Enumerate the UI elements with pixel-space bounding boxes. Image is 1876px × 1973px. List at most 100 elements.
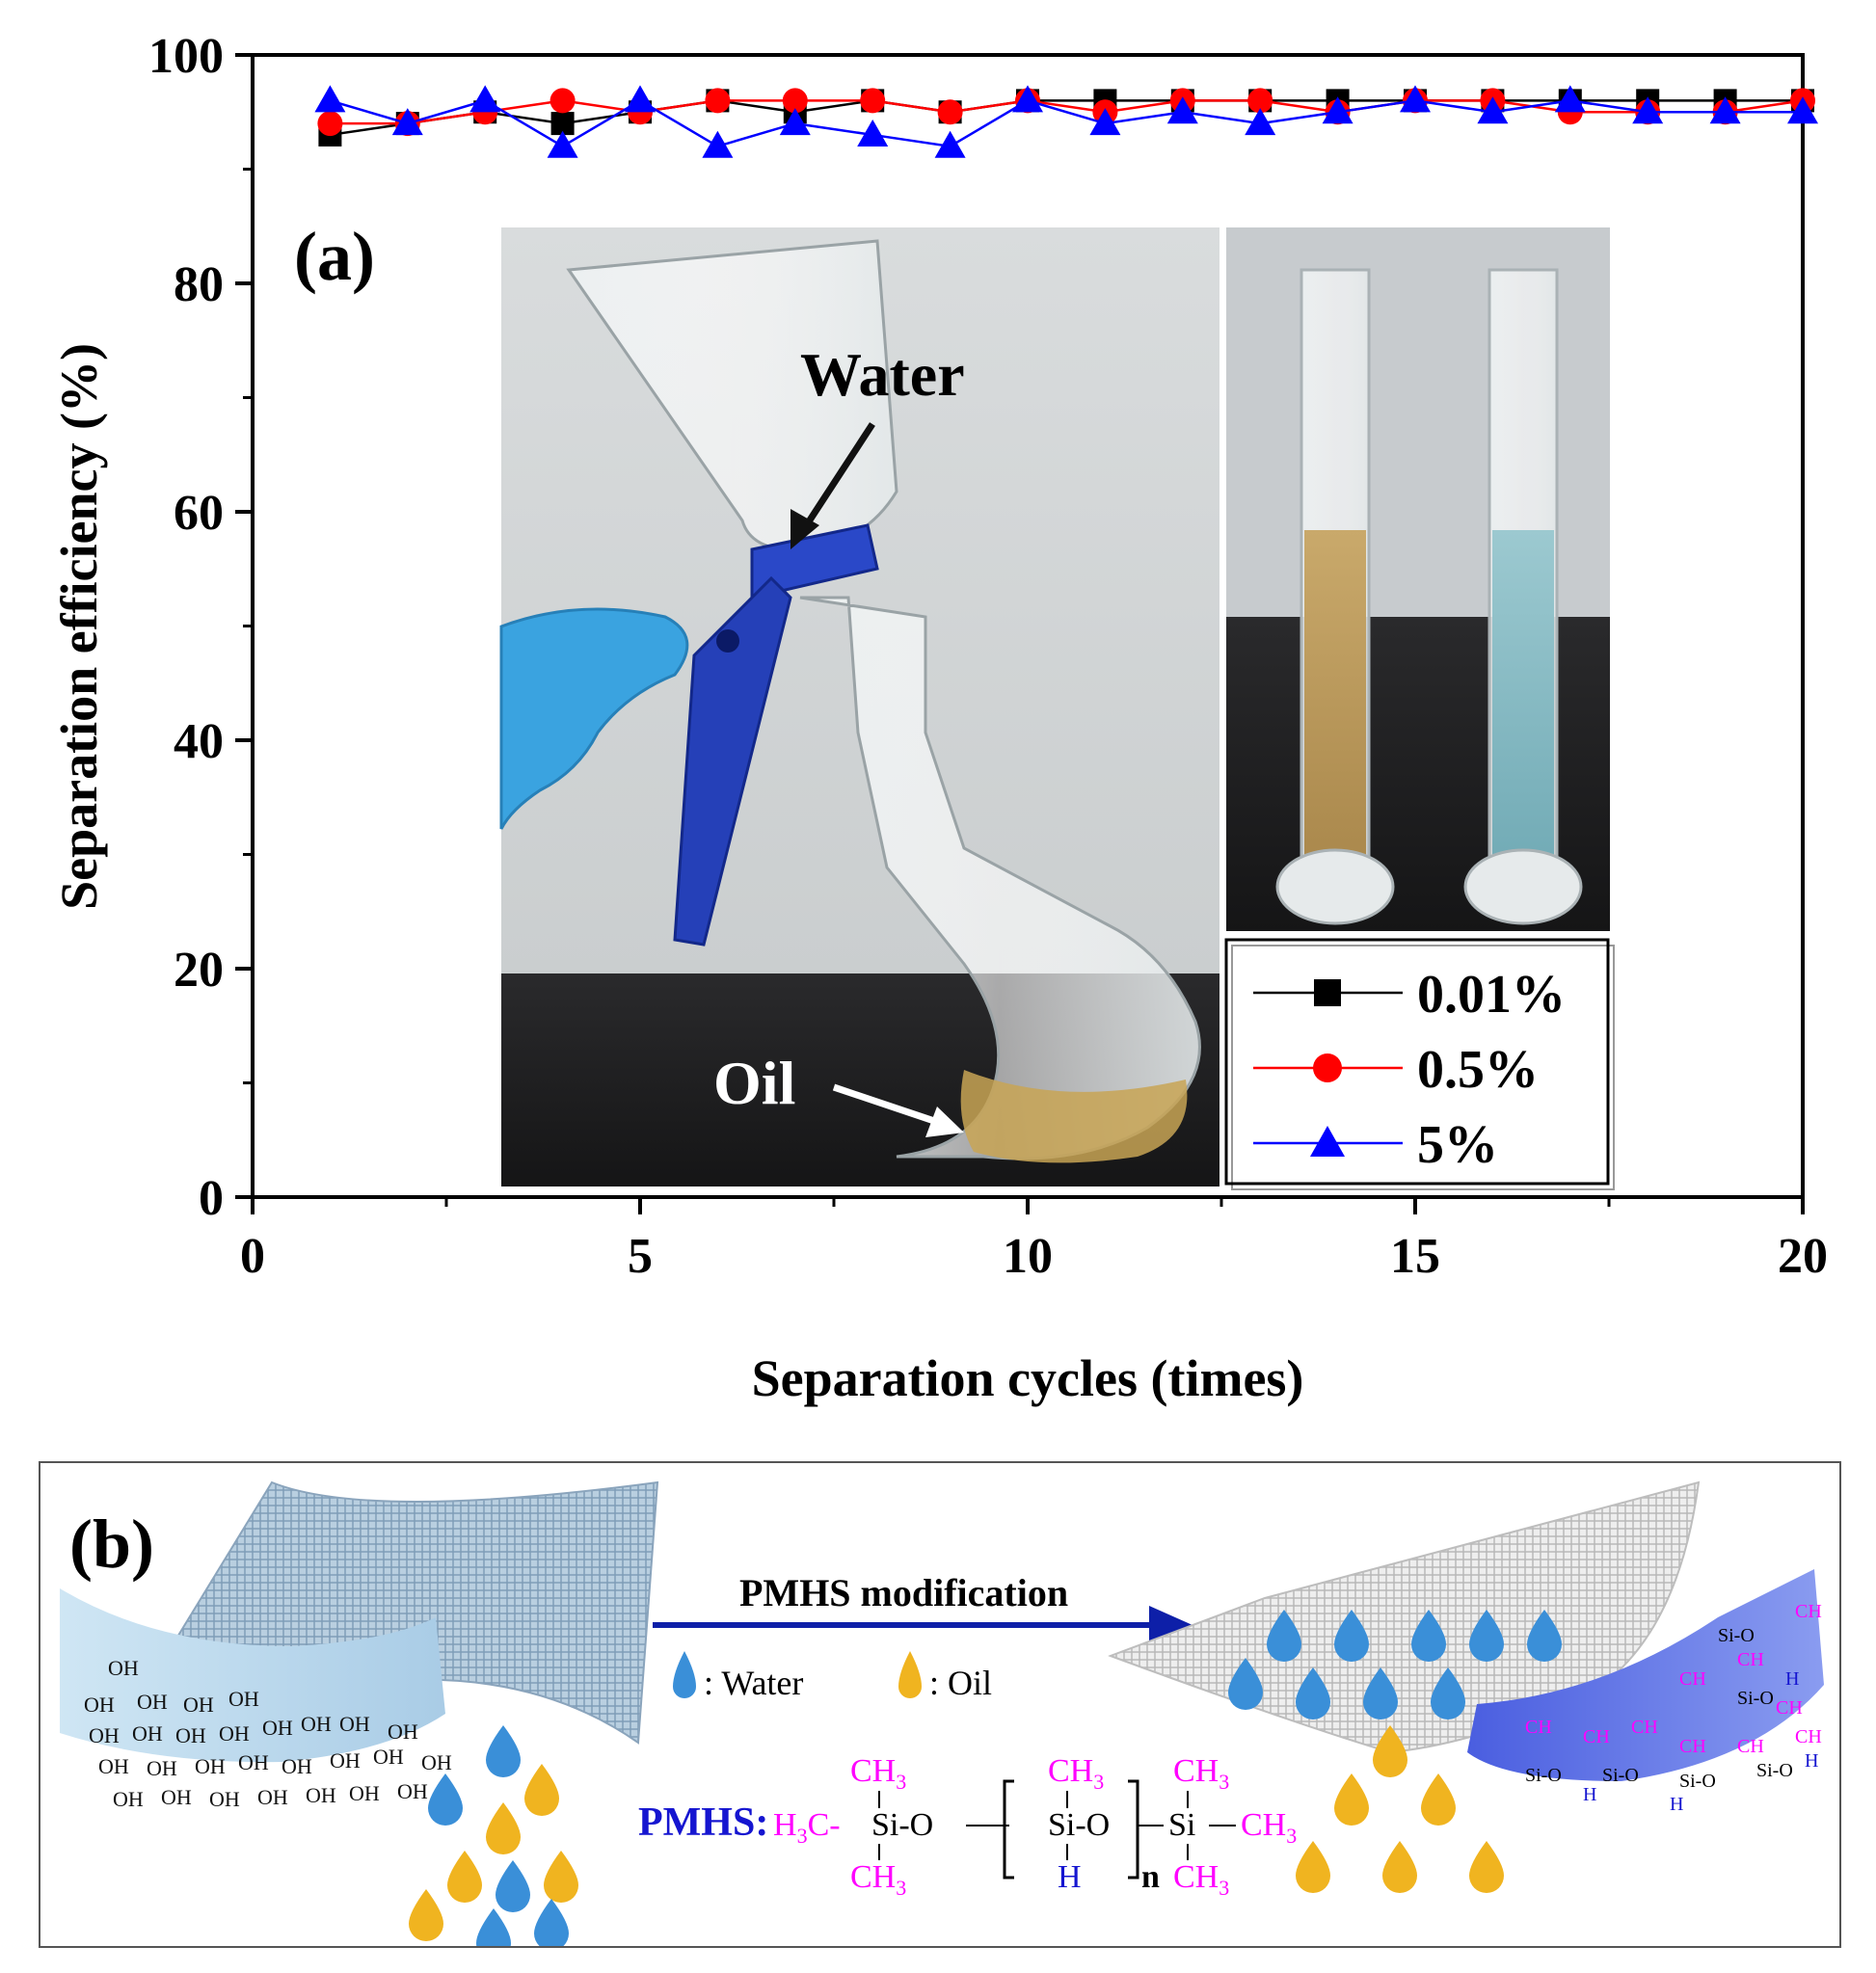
- svg-text:CH3: CH3: [1048, 1753, 1104, 1794]
- triangle-marker: [391, 108, 423, 136]
- oh-group: OH: [306, 1783, 336, 1807]
- svg-text:Si-O: Si-O: [1048, 1807, 1110, 1843]
- water-drop-icon: [1527, 1610, 1562, 1662]
- water-drop-icon: [1469, 1610, 1504, 1662]
- pmhs-group-label: Si-O: [1718, 1625, 1755, 1646]
- triangle-marker: [625, 85, 656, 113]
- oil-drop-icon: [1469, 1841, 1504, 1893]
- water-drop-icon: [1228, 1658, 1263, 1710]
- oh-group: OH: [98, 1754, 129, 1778]
- oh-group: OH: [262, 1716, 293, 1740]
- oil-drop-icon: [1373, 1725, 1407, 1777]
- oh-group: OH: [228, 1687, 259, 1711]
- droplets: [409, 1610, 1562, 1946]
- svg-text:CH3: CH3: [1241, 1807, 1297, 1848]
- oil-legend-text: : Oil: [929, 1664, 992, 1702]
- water-drop-icon: [1267, 1610, 1301, 1662]
- water-drop-icon: [1296, 1667, 1330, 1720]
- oh-group: OH: [108, 1656, 139, 1680]
- oil-label: Oil: [713, 1049, 795, 1117]
- water-label: Water: [800, 340, 965, 409]
- oil-drop-icon: [544, 1851, 578, 1903]
- arrow-head-icon: [1149, 1606, 1193, 1644]
- triangle-marker: [1477, 96, 1509, 124]
- legend-label: 0.01%: [1417, 965, 1566, 1025]
- pmhs-group-label: CH: [1679, 1668, 1706, 1690]
- pmhs-group-label: Si-O: [1756, 1760, 1793, 1781]
- circle-marker: [705, 88, 731, 114]
- water-drop-icon: [496, 1860, 530, 1912]
- series-line: [330, 99, 1803, 137]
- circle-marker: [549, 88, 576, 114]
- triangle-marker: [1554, 85, 1586, 113]
- triangle-marker: [1166, 96, 1198, 124]
- oil-drop-icon: [1382, 1841, 1417, 1893]
- svg-text:Si-O: Si-O: [871, 1807, 933, 1843]
- oh-group: OH: [175, 1723, 206, 1747]
- triangle-marker: [1322, 96, 1353, 124]
- oil-drop-icon: [1296, 1841, 1330, 1893]
- triangle-marker: [1012, 85, 1043, 113]
- series-triangle: [314, 85, 1818, 158]
- pmhs-group-label: Si-O: [1679, 1771, 1716, 1792]
- x-tick-label: 0: [240, 1229, 265, 1284]
- pmhs-group-label: CH: [1583, 1726, 1610, 1747]
- triangle-marker: [1787, 96, 1818, 124]
- svg-text:Si: Si: [1168, 1807, 1195, 1843]
- svg-text:n: n: [1141, 1859, 1160, 1895]
- pmhs-group-label: CH: [1679, 1736, 1706, 1757]
- panel-b-label: (b): [69, 1506, 154, 1583]
- y-tick-label: 80: [174, 257, 224, 312]
- oh-group: OH: [209, 1787, 240, 1811]
- y-tick-label: 60: [174, 486, 224, 541]
- oh-group: OH: [330, 1748, 361, 1773]
- series-line: [330, 98, 1803, 148]
- triangle-marker: [314, 85, 346, 113]
- oil-drop-icon: [409, 1889, 443, 1941]
- oil-drop-icon: [898, 1651, 922, 1698]
- y-tick-label: 20: [174, 943, 224, 998]
- oh-group: OH: [257, 1785, 288, 1809]
- pmhs-group-label: Si-O: [1525, 1765, 1562, 1786]
- svg-text:CH3: CH3: [1173, 1753, 1229, 1794]
- pmhs-group-label: CH: [1776, 1697, 1803, 1719]
- oh-group: OH: [281, 1754, 312, 1778]
- legend-label: 0.5%: [1417, 1040, 1539, 1100]
- water-drop-icon: [486, 1725, 521, 1777]
- pmhs-formula: CH3 H3C- Si-O CH3 CH3 Si-O H n CH3 Si CH…: [773, 1753, 1297, 1900]
- pmhs-group-label: CH: [1631, 1717, 1658, 1738]
- oh-group: OH: [195, 1754, 226, 1778]
- pmhs-group-label: H: [1670, 1794, 1683, 1815]
- oh-group: OH: [397, 1779, 428, 1803]
- oh-group: OH: [388, 1720, 418, 1744]
- oh-group: OH: [183, 1693, 214, 1717]
- triangle-marker: [702, 130, 734, 158]
- water-drop-icon: [428, 1773, 463, 1826]
- x-tick-label: 10: [1003, 1229, 1053, 1284]
- series-square: [318, 89, 1814, 147]
- y-axis-title: Separation efficiency (%): [50, 343, 108, 910]
- water-drop-icon: [1411, 1610, 1446, 1662]
- triangle-marker: [1310, 1126, 1345, 1157]
- svg-text:CH3: CH3: [850, 1859, 906, 1900]
- oh-group: OH: [373, 1745, 404, 1769]
- triangle-marker: [779, 108, 811, 136]
- circle-marker: [782, 88, 808, 114]
- water-drop-icon: [673, 1651, 696, 1698]
- oh-group: OH: [147, 1756, 177, 1780]
- circle-marker: [317, 111, 343, 137]
- pmhs-group-label: H: [1583, 1784, 1596, 1805]
- triangle-marker: [547, 130, 578, 158]
- oh-group: OH: [161, 1785, 192, 1809]
- oil-drop-icon: [486, 1802, 521, 1854]
- water-drop-icon: [1334, 1610, 1369, 1662]
- triangle-marker: [1400, 85, 1431, 113]
- triangle-marker: [1089, 108, 1121, 136]
- pmhs-coating: [1467, 1569, 1824, 1781]
- triangle-marker: [1245, 108, 1276, 136]
- oil-drop-icon: [524, 1764, 559, 1816]
